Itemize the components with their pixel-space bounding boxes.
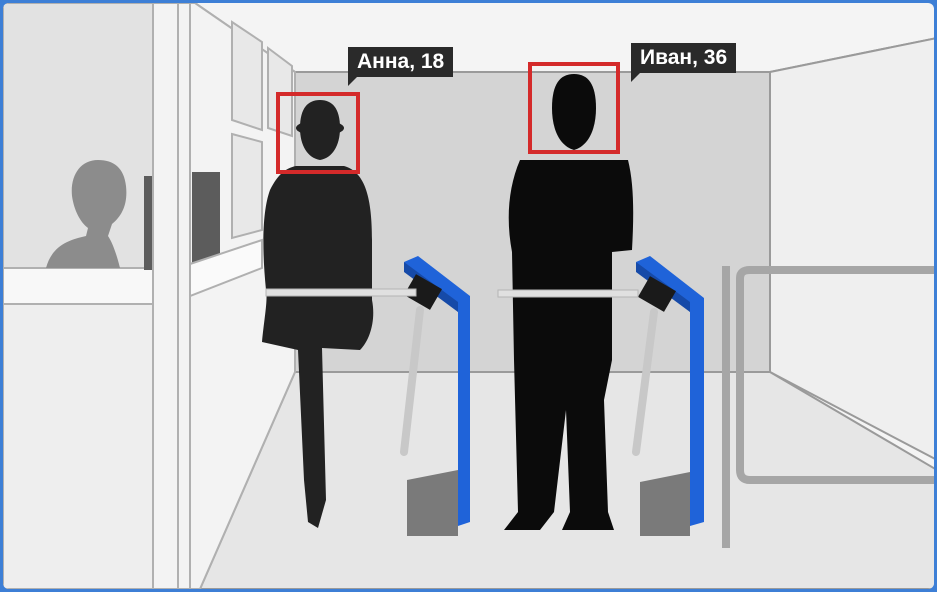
person-label-ivan: Иван, 36 bbox=[631, 43, 736, 73]
turnstile-arm-right bbox=[498, 290, 638, 297]
turnstile-arm-left bbox=[266, 289, 416, 296]
person-label-anna: Анна, 18 bbox=[348, 47, 453, 77]
scene-illustration bbox=[3, 3, 934, 589]
booth-window bbox=[3, 3, 153, 268]
surveillance-scene: Анна, 18 Иван, 36 bbox=[3, 3, 934, 589]
